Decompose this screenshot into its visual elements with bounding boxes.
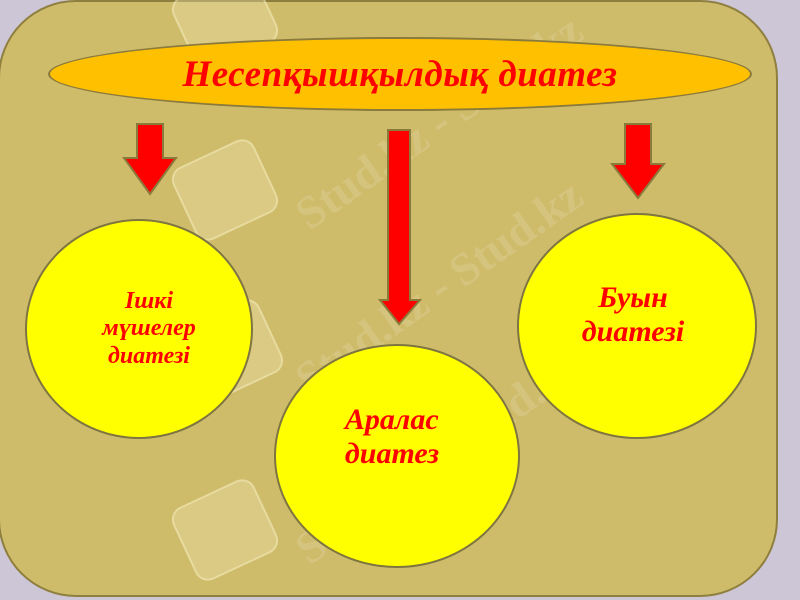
title-oval: Несепқышқылдық диатез	[48, 37, 752, 111]
node-label-line: мүшелер	[102, 315, 196, 342]
node-label-line: диатезі	[108, 342, 190, 369]
node-label: Аралас диатез	[345, 403, 439, 472]
node-label: Буын диатезі	[582, 281, 684, 350]
arrow-down-icon	[122, 123, 178, 196]
node-internal-organs-diathesis: Ішкі мүшелер диатезі	[25, 219, 253, 439]
node-label-line: Аралас	[344, 402, 439, 436]
arrow-down-icon	[610, 123, 666, 200]
diagram-title: Несепқышқылдық диатез	[182, 53, 618, 95]
node-joint-diathesis: Буын диатезі	[517, 213, 757, 439]
node-mixed-diathesis: Аралас диатез	[274, 344, 520, 568]
node-label-line: Буын	[598, 280, 668, 314]
node-label: Ішкі мүшелер диатезі	[82, 288, 195, 371]
node-label-line: Ішкі	[124, 287, 174, 314]
arrow-down-icon	[378, 129, 422, 326]
node-label-line: диатезі	[581, 315, 685, 348]
node-label-line: диатез	[344, 437, 440, 470]
